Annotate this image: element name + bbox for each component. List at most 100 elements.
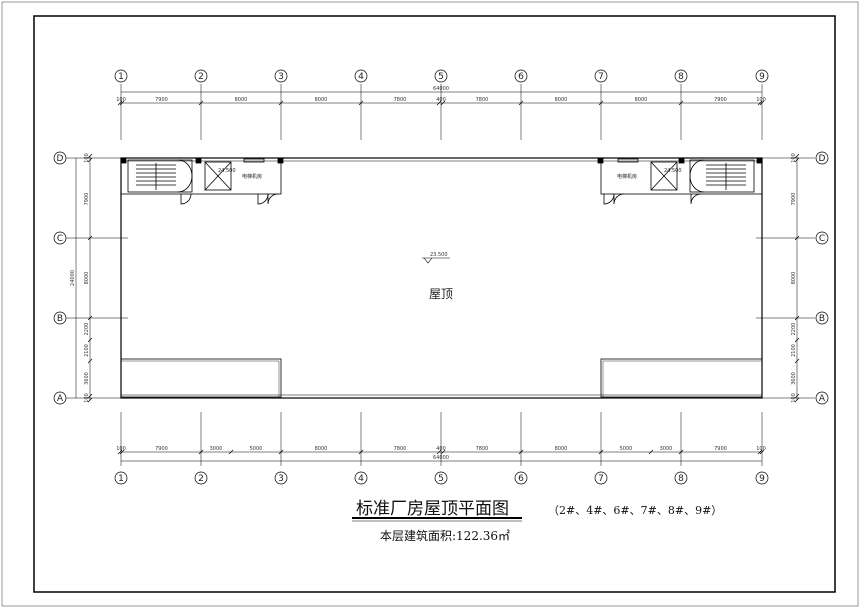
dim-bottom-tick — [228, 449, 234, 455]
building-outline — [120, 157, 763, 399]
dim-right-value: 2200 — [791, 323, 797, 336]
dim-top-tick — [436, 100, 442, 106]
axis-bubble-top-9: 9 — [755, 69, 769, 83]
axis-bubble-top-9-label: 9 — [759, 72, 765, 82]
stair-core-right — [597, 157, 763, 205]
axis-bubble-top-7: 7 — [594, 69, 608, 83]
dim-top-total: 64000 — [433, 86, 449, 92]
frame-border — [33, 15, 836, 593]
dim-right-tick — [794, 337, 800, 343]
axis-bubble-right-D-circle — [815, 151, 829, 165]
dim-left-value: 100 — [84, 153, 90, 163]
dim-bottom-value: 7900 — [714, 446, 727, 452]
dim-top-value: 400 — [436, 97, 446, 103]
dim-left-tick — [87, 397, 93, 403]
axis-bubble-left-D-circle — [53, 151, 67, 165]
dim-bottom-value: 100 — [756, 446, 766, 452]
dim-left-tick — [87, 393, 93, 399]
dim-bottom-value: 8000 — [555, 446, 568, 452]
axis-bubble-bottom-6: 6 — [514, 471, 528, 485]
dim-bottom-value: 5000 — [250, 446, 263, 452]
axis-bubble-right-A: A — [815, 391, 829, 405]
axis-bubble-left-A-label: A — [57, 394, 64, 404]
axis-bubble-bottom-3-circle — [274, 471, 288, 485]
axis-bubble-top-5: 5 — [434, 69, 448, 83]
dim-top-tick — [198, 100, 204, 106]
dim-right-tick — [794, 157, 800, 163]
axis-bubble-right-D-label: D — [819, 154, 826, 164]
axis-bubble-bottom-5-label: 5 — [438, 474, 444, 484]
dim-right-value: 100 — [791, 153, 797, 163]
canopy-right — [600, 358, 763, 398]
axis-bubble-top-4-label: 4 — [358, 72, 364, 82]
dim-right-tick — [794, 315, 800, 321]
dim-left-value: 2100 — [84, 344, 90, 357]
axis-bubble-top-7-label: 7 — [598, 72, 604, 82]
axis-bubble-top-4: 4 — [354, 69, 368, 83]
dim-left-value: 7900 — [84, 193, 90, 206]
dim-top-value: 7900 — [155, 97, 168, 103]
axis-bubble-bottom-9: 9 — [755, 471, 769, 485]
axis-bubble-right-C: C — [815, 231, 829, 245]
dim-bottom-tick — [518, 449, 524, 455]
dim-bottom-tick — [358, 449, 364, 455]
dim-bottom-value: 400 — [436, 446, 446, 452]
axis-bubble-left-C: C — [53, 231, 67, 245]
dim-right-tick — [794, 393, 800, 399]
dim-right-tick — [794, 358, 800, 364]
dim-left-tick — [87, 157, 93, 163]
axis-bubble-right-B-circle — [815, 311, 829, 325]
dim-bottom-value: 3000 — [660, 446, 673, 452]
dim-right-value: 3600 — [791, 372, 797, 385]
elevator-room-left-label: 电梯机房 — [242, 173, 262, 180]
stair-elevation-right: 24.500 — [664, 168, 682, 174]
dim-bottom-value: 5000 — [620, 446, 633, 452]
dim-top-tick — [759, 100, 765, 106]
axis-bubble-bottom-1-label: 1 — [118, 474, 124, 484]
dim-bottom-value: 100 — [116, 446, 126, 452]
dim-bottom-value: 7900 — [155, 446, 168, 452]
axis-bubble-top-6-label: 6 — [518, 72, 524, 82]
axis-bubble-left-C-label: C — [57, 234, 63, 244]
axis-bubble-right-A-label: A — [819, 394, 826, 404]
dim-right-value: 8000 — [791, 272, 797, 285]
dim-right-value: 100 — [791, 393, 797, 403]
dim-top-value: 100 — [756, 97, 766, 103]
dim-left-tick — [87, 153, 93, 159]
axis-bubble-left-B: B — [53, 311, 67, 325]
axis-bubble-top-9-circle — [755, 69, 769, 83]
axis-bubble-right-A-circle — [815, 391, 829, 405]
axis-bubble-right-B: B — [815, 311, 829, 325]
dim-top-tick — [598, 100, 604, 106]
axis-bubble-top-5-label: 5 — [438, 72, 444, 82]
row-bubbles-right: D C B A — [815, 151, 829, 405]
axis-bubble-top-5-circle — [434, 69, 448, 83]
dim-right-tick — [794, 153, 800, 159]
roof-elevation: 23.500 — [430, 252, 448, 258]
axis-bubble-bottom-4-circle — [354, 471, 368, 485]
dim-left-value: 100 — [84, 393, 90, 403]
axis-bubble-top-8-label: 8 — [678, 72, 684, 82]
axis-bubble-top-1: 1 — [114, 69, 128, 83]
axis-bubble-left-B-label: B — [57, 314, 63, 324]
drawing-title: 标准厂房屋顶平面图 — [356, 499, 509, 519]
floor-area: 本层建筑面积:122.36㎡ — [380, 528, 510, 543]
dim-right-value: 7900 — [791, 193, 797, 206]
dim-top-tick — [278, 100, 284, 106]
dim-left-tick — [87, 315, 93, 321]
axis-bubble-bottom-8-label: 8 — [678, 474, 684, 484]
axis-bubble-bottom-4-label: 4 — [358, 474, 364, 484]
dim-left-value: 8000 — [84, 272, 90, 285]
axis-bubble-top-7-circle — [594, 69, 608, 83]
axis-bubble-top-4-circle — [354, 69, 368, 83]
dim-bottom-tick — [648, 449, 654, 455]
axis-bubble-left-A: A — [53, 391, 67, 405]
axis-bubble-bottom-9-circle — [755, 471, 769, 485]
dim-left-value: 2200 — [84, 323, 90, 336]
dim-bottom-value: 8000 — [315, 446, 328, 452]
dim-bottom-tick — [119, 449, 125, 455]
axis-bubble-top-6: 6 — [514, 69, 528, 83]
axis-bubble-bottom-7: 7 — [594, 471, 608, 485]
